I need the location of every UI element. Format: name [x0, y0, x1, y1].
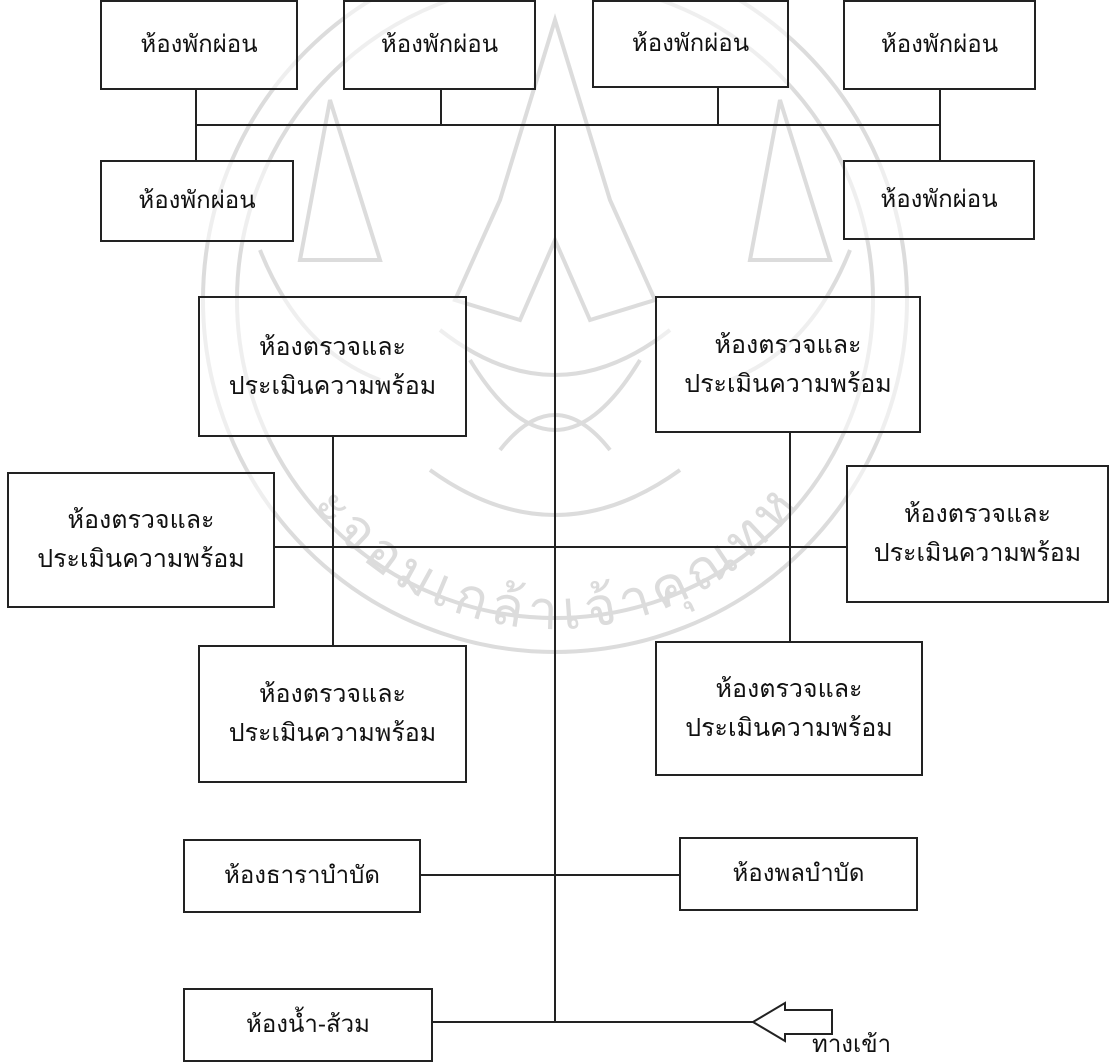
exam-room-3: ห้องตรวจและ ประเมินความพร้อม	[7, 472, 275, 608]
rest-room-3: ห้องพักผ่อน	[592, 0, 789, 88]
exam-room-4: ห้องตรวจและ ประเมินความพร้อม	[846, 465, 1109, 603]
entrance-label: ทางเข้า	[812, 1030, 892, 1058]
exam-room-1: ห้องตรวจและ ประเมินความพร้อม	[198, 296, 467, 437]
left-arrow-icon	[751, 1001, 833, 1043]
restroom: ห้องน้ำ-ส้วม	[183, 988, 433, 1062]
rest-room-1: ห้องพักผ่อน	[100, 0, 298, 90]
hydrotherapy-room: ห้องธาราบำบัด	[183, 839, 421, 913]
rest-room-6: ห้องพักผ่อน	[843, 160, 1035, 240]
rest-room-4: ห้องพักผ่อน	[843, 0, 1036, 90]
rest-room-5: ห้องพักผ่อน	[100, 160, 294, 242]
exam-room-6: ห้องตรวจและ ประเมินความพร้อม	[655, 641, 923, 776]
physiotherapy-room: ห้องพลบำบัด	[679, 837, 918, 911]
exam-room-5: ห้องตรวจและ ประเมินความพร้อม	[198, 645, 467, 783]
exam-room-2: ห้องตรวจและ ประเมินความพร้อม	[655, 296, 921, 433]
rest-room-2: ห้องพักผ่อน	[343, 0, 536, 90]
